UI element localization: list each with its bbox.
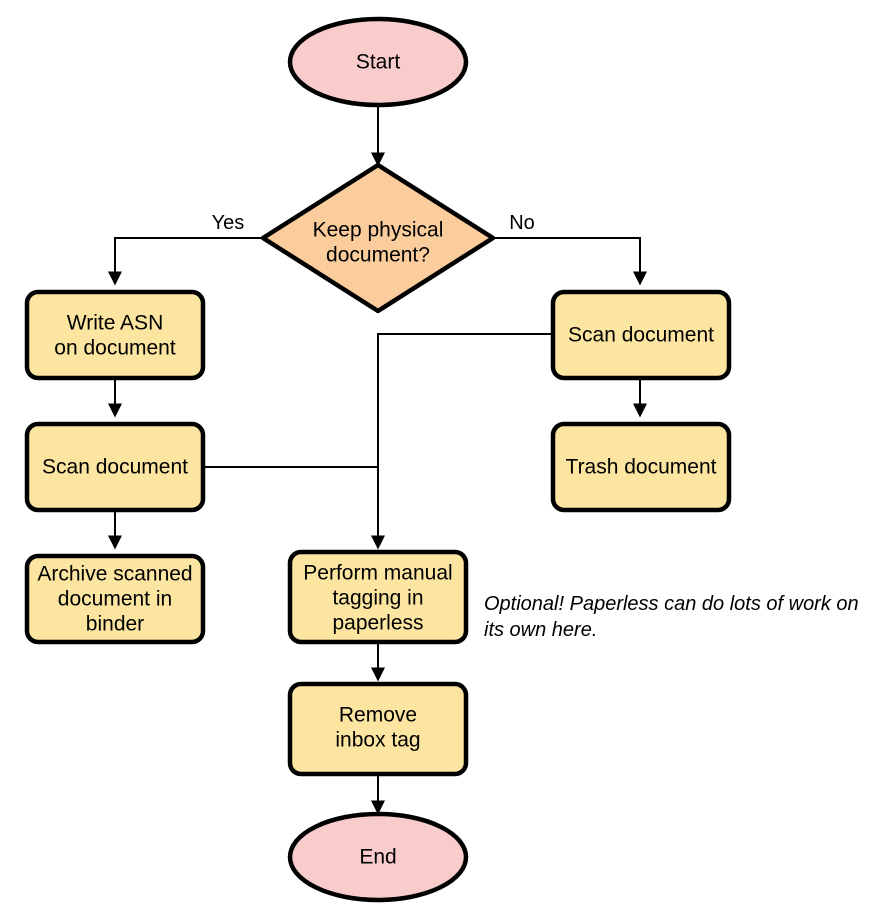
write-asn-label-line-2: on document xyxy=(54,337,176,360)
manual-tagging-label-line-1: Perform manual xyxy=(303,562,452,585)
trash-box-shape[interactable] xyxy=(550,421,732,513)
start-ellipse-shape[interactable] xyxy=(287,16,469,108)
node-manual-tagging[interactable]: Perform manual tagging in paperless xyxy=(287,549,469,645)
remove-inbox-tag-label-line-1: Remove xyxy=(339,704,417,727)
remove-inbox-tag-box-shape[interactable] xyxy=(287,681,469,777)
node-remove-inbox-tag[interactable]: Remove inbox tag xyxy=(287,681,469,777)
manual-tagging-label-line-2: tagging in xyxy=(332,587,423,610)
node-start[interactable]: Start xyxy=(287,16,469,108)
remove-inbox-tag-label-line-2: inbox tag xyxy=(335,729,420,752)
edges-layer xyxy=(108,106,647,815)
scan-left-label: Scan document xyxy=(42,456,188,479)
trash-label: Trash document xyxy=(566,456,717,479)
manual-tagging-label-line-3: paperless xyxy=(332,612,423,635)
write-asn-label-line-1: Write ASN xyxy=(67,312,163,335)
scan-right-label: Scan document xyxy=(568,324,714,347)
edge-label-no: No xyxy=(509,212,535,234)
node-keep-physical-document[interactable]: Keep physical document? xyxy=(260,162,496,314)
edge-label-yes: Yes xyxy=(212,212,245,234)
node-scan-document-left[interactable]: Scan document xyxy=(24,421,206,513)
end-label: End xyxy=(359,846,396,869)
archive-label-line-3: binder xyxy=(86,613,144,636)
edge-decision-to-scan-right xyxy=(492,237,647,286)
node-end[interactable]: End xyxy=(287,811,469,903)
end-ellipse-shape[interactable] xyxy=(287,811,469,903)
edge-labels-layer: Yes No xyxy=(212,212,535,234)
write-asn-box-shape[interactable] xyxy=(24,289,206,381)
node-archive-in-binder[interactable]: Archive scanned document in binder xyxy=(24,553,206,645)
edge-decision-to-write-asn xyxy=(108,237,264,286)
archive-label-line-2: document in xyxy=(58,588,172,611)
node-trash-document[interactable]: Trash document xyxy=(550,421,732,513)
decision-diamond-shape[interactable] xyxy=(260,162,496,314)
edge-scan-right-to-manual-tagging xyxy=(371,333,552,550)
start-label: Start xyxy=(356,51,401,74)
optional-note-text: Optional! Paperless can do lots of work … xyxy=(484,593,859,641)
decision-label-line-1: Keep physical xyxy=(313,219,444,242)
scan-right-box-shape[interactable] xyxy=(550,289,732,381)
node-scan-document-right[interactable]: Scan document xyxy=(550,289,732,381)
scan-left-box-shape[interactable] xyxy=(24,421,206,513)
archive-box-shape[interactable] xyxy=(24,553,206,645)
decision-label-line-2: document? xyxy=(326,244,430,267)
manual-tagging-box-shape[interactable] xyxy=(287,549,469,645)
node-write-asn[interactable]: Write ASN on document xyxy=(24,289,206,381)
archive-label-line-1: Archive scanned xyxy=(37,563,192,586)
